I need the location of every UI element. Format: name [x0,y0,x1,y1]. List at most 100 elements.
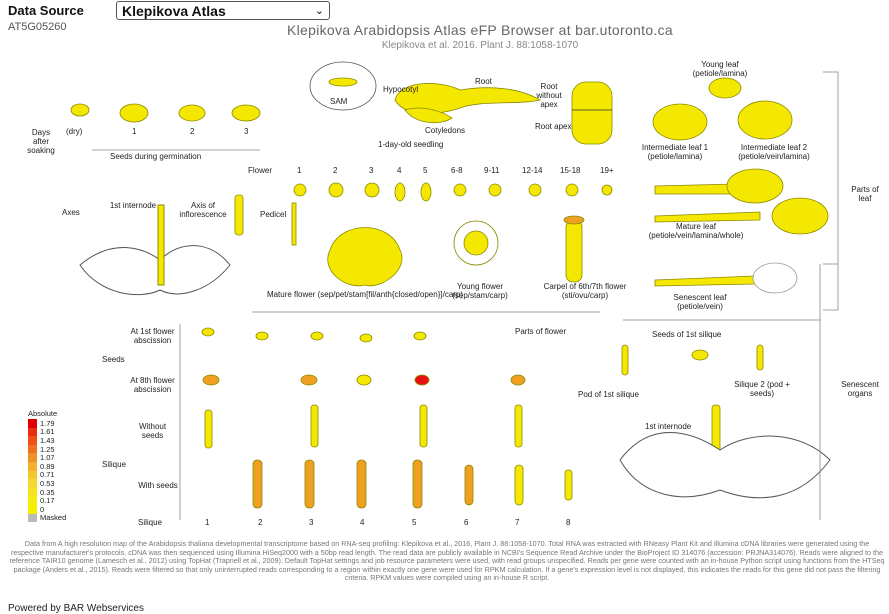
axis-of-inflorescence[interactable] [235,195,243,235]
legend-swatch [28,514,37,523]
flower-stage-6-8[interactable] [454,184,466,196]
silique-number-2: 2 [258,518,262,527]
label-young-leaf: Young leaf (petiole/lamina) [680,60,760,78]
label-flower-stage-1: 1 [297,166,301,175]
flower-stage-15-18[interactable] [566,184,578,196]
silique-wo-4[interactable] [515,405,522,447]
silique-w-6[interactable] [465,465,473,505]
label-at-8th-abscission: At 8th flower abscission [115,376,190,394]
carpel[interactable] [566,220,582,282]
label-1st-internode-bottom: 1st internode [645,422,691,431]
seed-day3[interactable] [232,105,260,121]
mature-leaf-vein[interactable] [655,212,760,222]
label-day-3: 3 [244,127,248,136]
stigma[interactable] [564,216,584,224]
label-sam: SAM [330,97,347,106]
mature-leaf-petiole[interactable] [655,184,735,194]
root-tissue[interactable] [572,82,612,144]
silique-number-5: 5 [412,518,416,527]
mature-flower[interactable] [328,228,402,286]
seeds-8th-1[interactable] [203,375,219,385]
flower-stage-5[interactable] [421,183,431,201]
silique-w-4[interactable] [357,460,366,508]
silique-w-3[interactable] [305,460,314,508]
seed-day2[interactable] [179,105,205,121]
legend-swatch [28,419,37,428]
sam-tissue[interactable] [329,78,357,86]
label-parts-of-leaf: Parts of leaf [845,185,885,203]
pod-1st-silique[interactable] [622,345,628,375]
silique-w-7[interactable] [515,465,523,505]
silique-2[interactable] [757,345,763,370]
label-flower-stage-5: 5 [423,166,427,175]
label-without-seeds: Without seeds [130,422,175,440]
flower-stage-1[interactable] [294,184,306,196]
seed-dry[interactable] [71,104,89,116]
silique-w-2[interactable] [253,460,262,508]
mature-leaf-whole[interactable] [772,198,828,234]
legend-title: Absolute [28,409,57,418]
young-flower-inner[interactable] [464,231,488,255]
flower-stage-4[interactable] [395,183,405,201]
label-parts-of-flower: Parts of flower [515,327,566,336]
flower-stage-9-11[interactable] [489,184,501,196]
seeds-1st-2[interactable] [256,332,268,340]
silique-number-4: 4 [360,518,364,527]
seeds-8th-4[interactable] [415,375,429,385]
seeds-1st-3[interactable] [311,332,323,340]
label-pedicel: Pedicel [260,210,286,219]
silique-wo-1[interactable] [205,410,212,448]
label-seeds-germination: Seeds during germination [110,152,201,161]
label-seeds-1st-silique: Seeds of 1st silique [652,330,721,339]
parts-of-leaf-bracket [823,72,838,310]
intermediate-leaf-2[interactable] [738,101,792,139]
legend-item: 1.07 [28,453,55,462]
seeds-1st-silique[interactable] [692,350,708,360]
powered-by: Powered by BAR Webservices [8,603,144,614]
legend-value: Masked [40,513,66,522]
footer-text: Data from A high resolution map of the A… [8,540,886,583]
silique-number-1: 1 [205,518,209,527]
seeds-1st-5[interactable] [414,332,426,340]
intermediate-leaf-1[interactable] [653,104,707,140]
label-root: Root [475,77,492,86]
flower-stage-19[interactable] [602,185,612,195]
label-pod-1st-silique: Pod of 1st silique [578,390,639,399]
seeds-8th-3[interactable] [357,375,371,385]
seeds-8th-5[interactable] [511,375,525,385]
label-axes: Axes [62,208,80,217]
flower-stage-3[interactable] [365,183,379,197]
seeds-1st-4[interactable] [360,334,372,342]
pedicel[interactable] [292,203,296,245]
label-flower-stage-12-14: 12-14 [522,166,542,175]
label-flower: Flower [248,166,272,175]
seed-day1[interactable] [120,104,148,122]
flower-stage-12-14[interactable] [529,184,541,196]
mature-leaf-lamina[interactable] [727,169,783,203]
legend-item: 0.71 [28,471,55,480]
senescent-leaf[interactable] [753,263,797,293]
legend-swatch [28,453,37,462]
legend-item: 1.79 [28,419,55,428]
silique-w-5[interactable] [413,460,422,508]
legend-swatch [28,496,37,505]
silique-wo-3[interactable] [420,405,427,447]
legend-swatch [28,479,37,488]
legend-swatch [28,428,37,437]
silique-w-8[interactable] [565,470,572,500]
label-intermediate-leaf-1: Intermediate leaf 1 (petiole/lamina) [625,143,725,161]
label-intermediate-leaf-2: Intermediate leaf 2 (petiole/vein/lamina… [728,143,820,161]
seeds-1st-1[interactable] [202,328,214,336]
label-flower-stage-19: 19+ [600,166,614,175]
legend-item: 0 [28,505,44,514]
first-internode-axes[interactable] [158,205,164,285]
senescent-leaf-petiole[interactable] [655,276,755,286]
label-day-1: 1 [132,127,136,136]
young-leaf[interactable] [709,78,741,98]
seeds-8th-2[interactable] [301,375,317,385]
label-root-without-apex: Root without apex [530,82,568,109]
silique-wo-2[interactable] [311,405,318,447]
label-mature-leaf: Mature leaf (petiole/vein/lamina/whole) [636,222,756,240]
flower-stage-2[interactable] [329,183,343,197]
